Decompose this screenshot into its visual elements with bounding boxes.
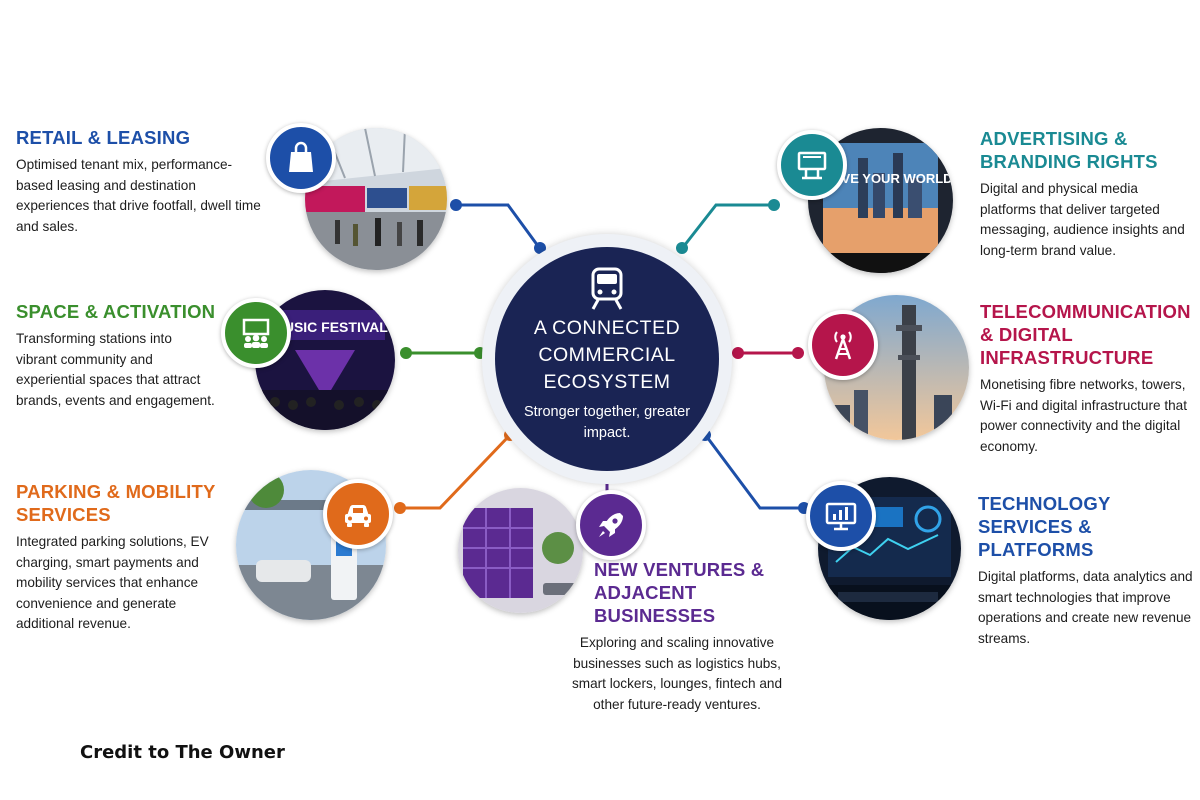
connector-telecom [732,347,804,359]
technology-description: Digital platforms, data analytics and sm… [978,569,1193,646]
retail-block: RETAIL & LEASING Optimised tenant mix, p… [16,126,261,237]
space-badge [221,298,291,368]
technology-block: TECHNOLOGY SERVICES & PLATFORMS Digital … [978,492,1193,649]
ventures-badge [576,490,646,560]
billboard-icon [797,151,827,180]
ventures-photo [458,488,583,613]
ventures-block: NEW VENTURES & ADJACENT BUSINESSES Explo… [548,558,810,715]
ventures-description: Exploring and scaling innovative busines… [571,635,783,712]
telecom-description: Monetising fibre networks, towers, Wi-Fi… [980,377,1188,454]
car-icon [345,505,371,527]
hub-circle: A CONNECTED COMMERCIAL ECOSYSTEM Stronge… [495,247,719,471]
advertising-description: Digital and physical media platforms tha… [980,181,1185,258]
connector-space [400,347,486,359]
space-block: SPACE & ACTIVATION Transforming stations… [16,300,216,411]
advertising-badge [777,130,847,200]
telecom-block: TELECOMMUNICATION & DIGITAL INFRASTRUCTU… [980,300,1198,457]
parking-block: PARKING & MOBILITY SERVICES Integrated p… [16,480,231,635]
parking-title: PARKING & MOBILITY SERVICES [16,481,216,525]
retail-badge [266,123,336,193]
advertising-photo-text: LIVE YOUR WORLD [830,171,953,186]
connector-retail [450,199,546,254]
space-description: Transforming stations into vibrant commu… [16,331,215,408]
connector-advertising [676,199,780,254]
antenna-tower-icon [834,331,852,360]
telecom-badge [808,310,878,380]
retail-title: RETAIL & LEASING [16,127,191,148]
advertising-block: ADVERTISING & BRANDING RIGHTS Digital an… [980,127,1192,261]
parking-description: Integrated parking solutions, EV chargin… [16,534,209,631]
advertising-title: ADVERTISING & BRANDING RIGHTS [980,128,1158,172]
technology-badge [806,481,876,551]
technology-title: TECHNOLOGY SERVICES & PLATFORMS [978,493,1111,560]
hub-title: A CONNECTED COMMERCIAL ECOSYSTEM [533,317,681,393]
analytics-monitor-icon [825,502,857,531]
train-icon [591,267,623,310]
ventures-title: NEW VENTURES & ADJACENT BUSINESSES [594,559,765,626]
shopping-bag-icon [289,141,313,172]
credit-text: Credit to The Owner [80,742,285,763]
audience-stage-icon [242,318,270,348]
parking-badge [323,479,393,549]
space-photo-text: MUSIC FESTIVAL [272,319,388,335]
retail-description: Optimised tenant mix, performance-based … [16,157,261,234]
space-title: SPACE & ACTIVATION [16,301,216,322]
rocket-icon [599,513,623,537]
connector-technology [699,429,810,514]
telecom-title: TELECOMMUNICATION & DIGITAL INFRASTRUCTU… [980,301,1191,368]
hub-tagline: Stronger together, greater impact. [523,404,691,441]
